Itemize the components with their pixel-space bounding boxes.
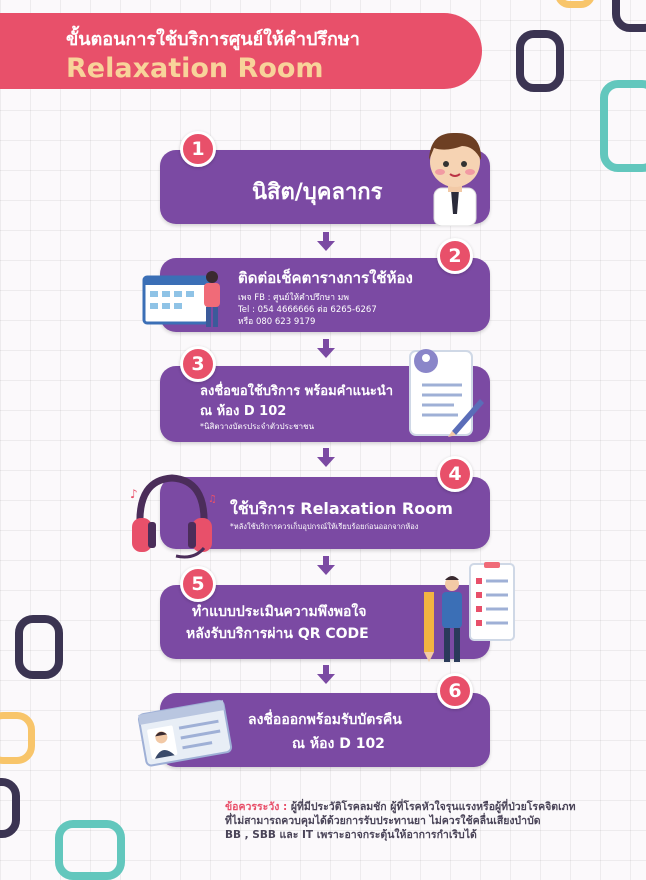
- step-2-line-3: หรือ 080 623 9179: [238, 317, 316, 327]
- arrow-down-icon: [317, 448, 335, 467]
- arrow-down-icon: [317, 665, 335, 684]
- svg-text:♫: ♫: [208, 494, 217, 505]
- step-4-badge: 4: [437, 456, 473, 492]
- warning-label: ข้อควรระวัง :: [225, 801, 288, 813]
- decor-square: [15, 615, 63, 679]
- step-2-line-2: Tel : 054 4666666 ต่อ 6265-6267: [238, 305, 377, 315]
- step-4-card: ใช้บริการ Relaxation Room *หลังใช้บริการ…: [160, 477, 490, 549]
- step-5-badge: 5: [180, 566, 216, 602]
- svg-text:♪: ♪: [130, 487, 138, 501]
- step-1-title: นิสิต/บุคลากร: [252, 180, 383, 205]
- decor-square: [555, 0, 595, 8]
- step-6-badge: 6: [437, 673, 473, 709]
- warning-line-2: ที่ไม่สามารถควบคุมได้ด้วยการรับประทานยา …: [225, 815, 541, 827]
- form-document-icon: [409, 349, 484, 437]
- decor-square: [0, 712, 35, 764]
- id-card-icon: [137, 699, 233, 767]
- arrow-down-icon: [317, 339, 335, 358]
- warning-line-3: BB , SBB และ IT เพราะอาจกระตุ้นให้อาการก…: [225, 829, 477, 841]
- survey-checklist-icon: [424, 562, 515, 662]
- step-3-badge: 3: [180, 346, 216, 382]
- warning-note: ข้อควรระวัง : ผู้ที่มีประวัติโรคลมชัก ผู…: [225, 800, 640, 842]
- step-4-note: *หลังใช้บริการควรเก็บอุปกรณ์ให้เรียบร้อย…: [230, 522, 419, 531]
- decor-square: [0, 778, 20, 838]
- header-title: ขั้นตอนการใช้บริการศูนย์ให้คำปรึกษา: [66, 29, 360, 50]
- step-3-title-2: ณ ห้อง D 102: [200, 404, 287, 419]
- step-1-badge: 1: [180, 131, 216, 167]
- headphones-icon: ♪♫: [130, 474, 217, 559]
- step-4-title: ใช้บริการ Relaxation Room: [230, 499, 453, 518]
- header-banner: ขั้นตอนการใช้บริการศูนย์ให้คำปรึกษา Rela…: [0, 13, 482, 89]
- arrow-down-icon: [317, 556, 335, 575]
- step-2-title: ติดต่อเช็คตารางการใช้ห้อง: [238, 269, 413, 287]
- step-5-card: ทำแบบประเมินความพึงพอใจ หลังรับบริการผ่า…: [160, 585, 490, 659]
- decor-square: [55, 820, 125, 880]
- step-3-title-1: ลงชื่อขอใช้บริการ พร้อมคำแนะนำ: [200, 384, 394, 399]
- decor-square: [600, 80, 646, 172]
- header-subtitle: Relaxation Room: [66, 53, 324, 84]
- step-6-title-2: ณ ห้อง D 102: [292, 736, 385, 752]
- step-2-line-1: เพจ FB : ศูนย์ให้คำปรึกษา มพ: [238, 293, 349, 303]
- calendar-icon: [142, 271, 220, 327]
- step-6-title-1: ลงชื่อออกพร้อมรับบัตรคืน: [248, 712, 402, 728]
- arrow-down-icon: [317, 232, 335, 251]
- step-5-title-1: ทำแบบประเมินความพึงพอใจ: [192, 604, 367, 620]
- step-3-note: *นิสิตวางบัตรประจำตัวประชาชน: [200, 422, 315, 431]
- warning-line-1: ผู้ที่มีประวัติโรคลมชัก ผู้ที่โรคหัวใจรุ…: [290, 801, 576, 813]
- student-icon: [429, 132, 482, 226]
- decor-square: [612, 0, 646, 32]
- decor-square: [516, 30, 564, 92]
- step-2-badge: 2: [437, 238, 473, 274]
- step-5-title-2: หลังรับบริการผ่าน QR CODE: [186, 626, 369, 642]
